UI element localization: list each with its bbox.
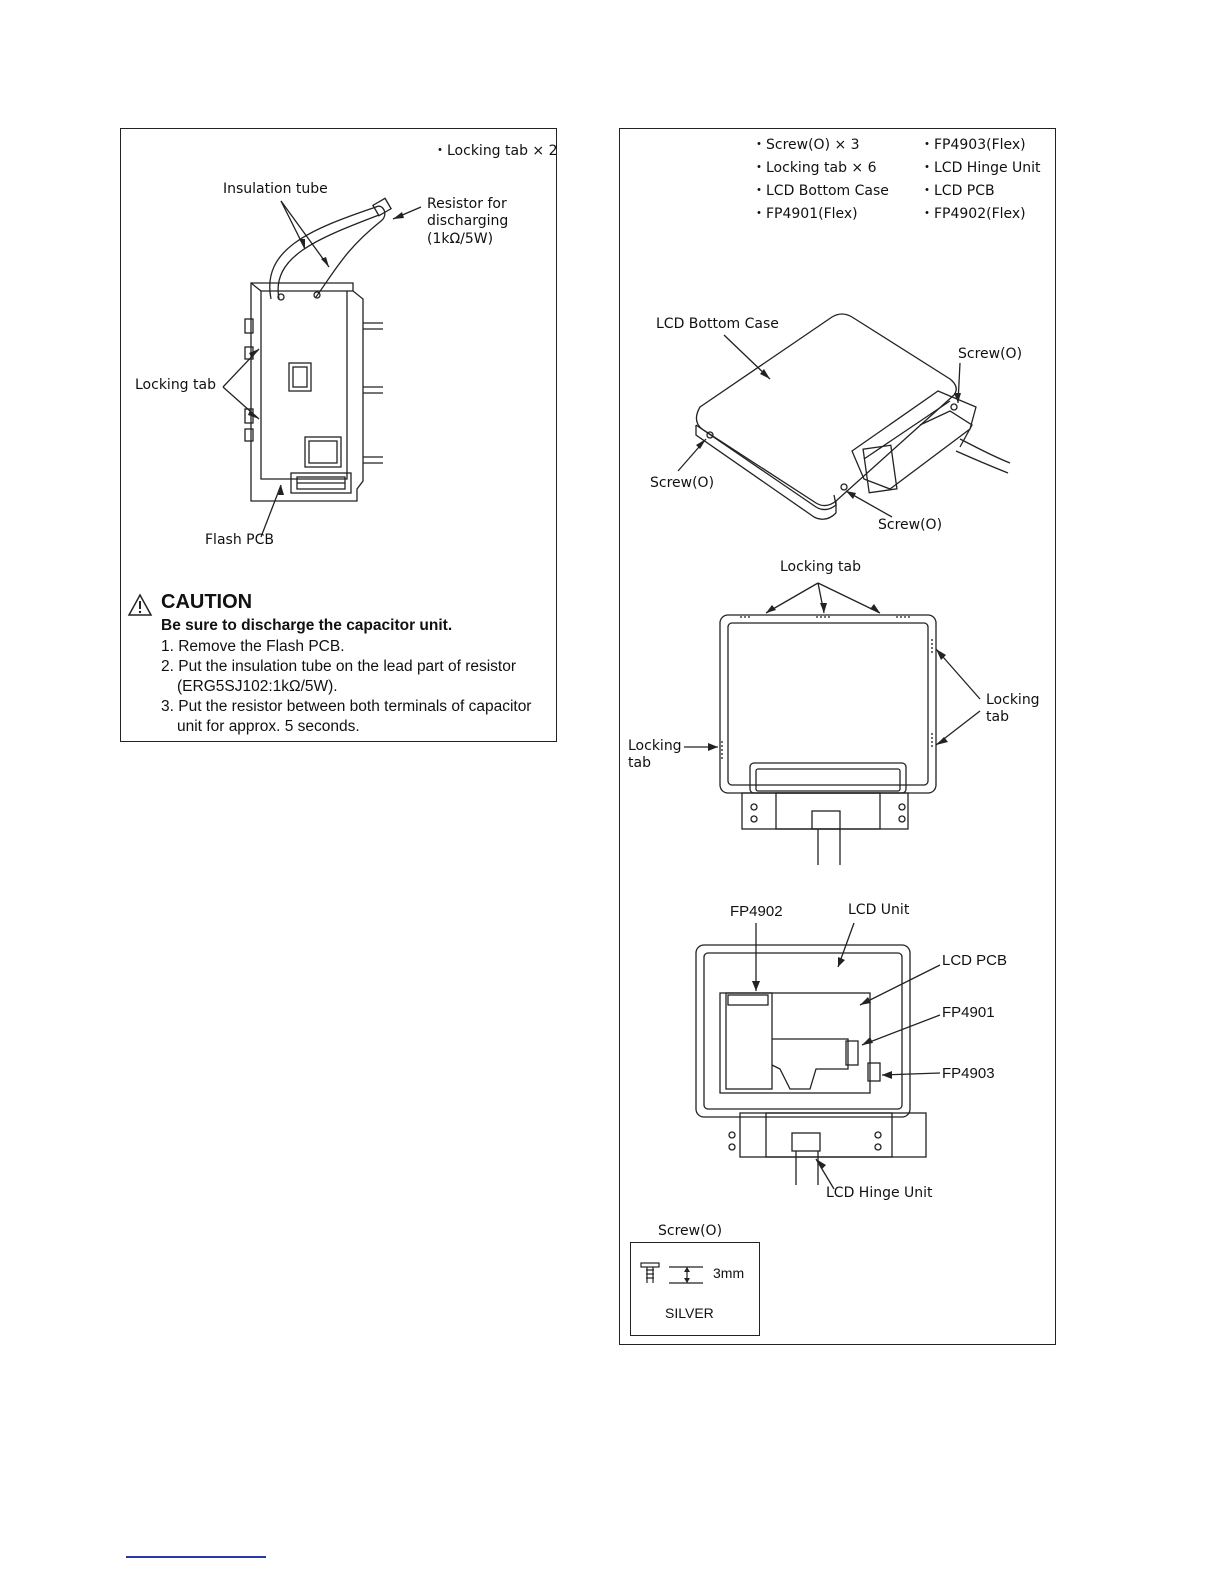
flash-pcb-illustration [222, 197, 422, 538]
screw-legend-title: Screw(O) [658, 1223, 723, 1239]
header-item-screw: ・Screw(O) × 3 [752, 137, 860, 153]
lcd-disassembly-illustration [677, 313, 1011, 1190]
caution-subtitle: Be sure to discharge the capacitor unit. [161, 617, 453, 634]
label-locking-tab-right-2: tab [986, 709, 1009, 725]
header-item-locking-tab: ・Locking tab × 6 [752, 160, 877, 176]
header-item-fp4901: ・FP4901(Flex) [752, 206, 858, 222]
screw-legend-box: 3mm SILVER [630, 1242, 760, 1336]
screw-icon [640, 1262, 703, 1284]
header-item-fp4902: ・FP4902(Flex) [920, 206, 1026, 222]
header-item-fp4903: ・FP4903(Flex) [920, 137, 1026, 153]
label-fp4902: FP4902 [730, 903, 783, 920]
label-resistor-line3: (1kΩ/5W) [427, 231, 494, 247]
label-locking-tab-left-2: tab [628, 755, 651, 771]
label-lcd-hinge-unit: LCD Hinge Unit [826, 1185, 933, 1201]
label-locking-tab-top: Locking tab [780, 559, 861, 575]
header-item-lcd-pcb: ・LCD PCB [920, 183, 995, 199]
label-fp4901: FP4901 [942, 1004, 995, 1021]
label-locking-tab-left: Locking [628, 738, 682, 754]
caution-step-2: 2. Put the insulation tube on the lead p… [161, 658, 517, 675]
caution-title: CAUTION [161, 591, 253, 613]
label-flash-pcb: Flash PCB [205, 532, 274, 548]
warning-triangle-icon [127, 593, 153, 616]
screw-length: 3mm [713, 1265, 745, 1281]
header-item-lcd-bottom-case: ・LCD Bottom Case [752, 183, 889, 199]
caution-step-3: 3. Put the resistor between both termina… [161, 698, 532, 715]
label-lcd-bottom-case: LCD Bottom Case [656, 316, 779, 332]
header-item-locking-tab: ・Locking tab × 2 [433, 143, 558, 159]
caution-step-2-detail: (ERG5SJ102:1kΩ/5W). [177, 678, 338, 695]
label-screw-bottom: Screw(O) [878, 517, 943, 533]
footer-link-underline[interactable] [126, 1556, 266, 1558]
lcd-unit-panel: ・Screw(O) × 3 ・Locking tab × 6 ・LCD Bott… [619, 128, 1056, 1345]
label-locking-tab-right: Locking [986, 692, 1040, 708]
caution-step-1: 1. Remove the Flash PCB. [161, 638, 345, 655]
label-resistor-line2: discharging [427, 213, 509, 229]
label-fp4903: FP4903 [942, 1065, 995, 1082]
label-lcd-unit: LCD Unit [848, 902, 910, 918]
flash-pcb-panel: ・Locking tab × 2 Insulation tube Resisto… [120, 128, 558, 742]
header-item-lcd-hinge-unit: ・LCD Hinge Unit [920, 160, 1041, 176]
caution-step-3-detail: unit for approx. 5 seconds. [177, 718, 360, 735]
label-resistor-line1: Resistor for [427, 196, 507, 212]
label-locking-tab: Locking tab [135, 377, 216, 393]
label-insulation-tube: Insulation tube [223, 181, 328, 197]
screw-color: SILVER [665, 1305, 714, 1321]
label-screw-left: Screw(O) [650, 475, 715, 491]
label-screw-top-right: Screw(O) [958, 346, 1023, 362]
label-lcd-pcb: LCD PCB [942, 952, 1008, 969]
